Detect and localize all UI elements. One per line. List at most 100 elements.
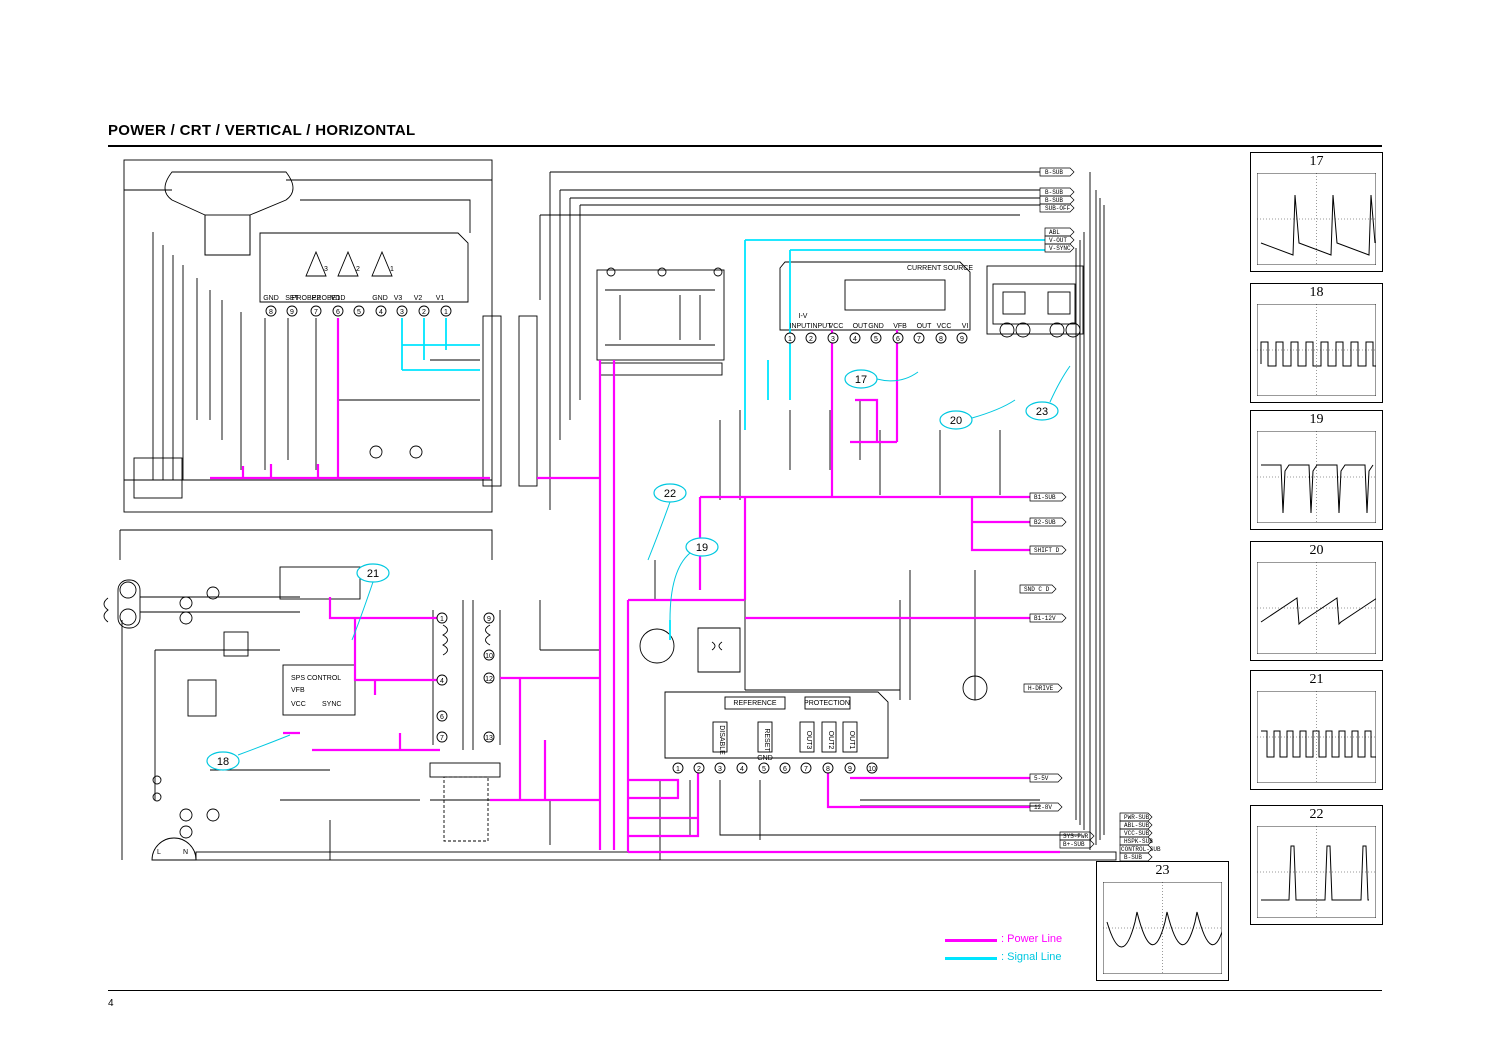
optocoupler	[443, 776, 489, 842]
reg-pin-number: 3	[718, 766, 722, 773]
waveform-trace	[1257, 826, 1376, 918]
xfmr-pin: 12	[485, 676, 493, 683]
crt-pin-label: V1	[436, 295, 445, 302]
power-line-label: : Power Line	[1001, 933, 1063, 945]
vert-pin-number: 7	[917, 336, 921, 343]
vert-pin-label: VFB	[893, 323, 907, 330]
svg-text:B+-SUB: B+-SUB	[1063, 841, 1085, 848]
smps-control-label: SPS CONTROL	[291, 675, 341, 682]
waveform-trace	[1257, 562, 1376, 654]
xfmr-pin: 7	[440, 735, 444, 742]
reg-pin-number: 10	[868, 766, 876, 773]
waveform-panel-20: 20	[1250, 541, 1383, 661]
waveform-trace	[1257, 304, 1376, 396]
smps-vfb-label: VFB	[291, 687, 305, 694]
waveform-trace	[1257, 173, 1376, 265]
crt-connector	[482, 315, 502, 487]
smps-ic	[282, 664, 356, 716]
svg-text:ABL: ABL	[1049, 229, 1060, 236]
h-drive-transistor	[639, 628, 675, 664]
current-source-label: CURRENT SOURCE	[907, 265, 973, 272]
svg-text:PWR-SUB: PWR-SUB	[1124, 814, 1150, 821]
reg-pin-number: 1	[676, 766, 680, 773]
crt-pin-number: 6	[336, 309, 340, 316]
reg-pin-label: OUT3	[805, 731, 812, 750]
callout-22: 22	[664, 488, 676, 500]
crt-pin-number: 2	[422, 309, 426, 316]
vert-pin-label: OUT	[917, 323, 933, 330]
crt-pin-number: 8	[269, 309, 273, 316]
svg-text:B1-SUB: B1-SUB	[1034, 494, 1056, 501]
page-number: 4	[108, 998, 114, 1009]
callout-bubbles	[206, 369, 1059, 771]
ac-n-label: N	[183, 849, 188, 856]
svg-text:B-SUB: B-SUB	[1124, 854, 1142, 861]
callout-18: 18	[217, 756, 229, 768]
waveform-label: 19	[1309, 412, 1324, 427]
reference-label: REFERENCE	[733, 700, 777, 707]
signal-line-swatch	[945, 957, 997, 960]
waveform-panel-23: 23	[1096, 861, 1229, 981]
reg-pin-label: RESET	[763, 728, 770, 752]
svg-text:CONTROL-SUB: CONTROL-SUB	[1121, 846, 1161, 853]
crt-board-frame	[123, 159, 493, 513]
crt-pin-number: 4	[379, 309, 383, 316]
vertical-ic	[779, 261, 971, 331]
svg-text:VCC-SUB: VCC-SUB	[1124, 830, 1150, 837]
waveform-panel-17: 17	[1250, 152, 1383, 272]
callout-17: 17	[855, 374, 867, 386]
reg-pin-label: GND	[757, 755, 773, 762]
callout-leaders	[237, 365, 1071, 756]
crt-pin-label: GND	[372, 295, 388, 302]
waveform-trace	[1103, 882, 1222, 974]
bus-tags-bottom: PWR-SUB ABL-SUB VCC-SUB HSPK-SUB CONTROL…	[1059, 812, 1161, 862]
svg-text:HSPK-SUB: HSPK-SUB	[1124, 838, 1153, 845]
crt-pin-number: 1	[444, 309, 448, 316]
vert-pin-number: 8	[939, 336, 943, 343]
reg-pin-number: 4	[740, 766, 744, 773]
waveform-panel-22: 22	[1250, 805, 1383, 925]
crt-pin-label: SET	[285, 295, 299, 302]
reg-pin-number: 7	[804, 766, 808, 773]
smps-sync-label: SYNC	[322, 701, 341, 708]
svg-text:ABL-SUB: ABL-SUB	[1124, 822, 1150, 829]
vert-pin-number: 9	[960, 336, 964, 343]
power-line-swatch	[945, 939, 997, 942]
xfmr-pin: 10	[485, 653, 493, 660]
vert-pin-label: INPUT	[790, 323, 812, 330]
svg-text:SUB-OFF: SUB-OFF	[1045, 205, 1071, 212]
waveform-label: 17	[1309, 154, 1324, 169]
ac-plug	[151, 837, 197, 861]
vert-pin-number: 2	[809, 336, 813, 343]
crt-pin-number: 9	[290, 309, 294, 316]
svg-text:SHIFT D: SHIFT D	[1034, 547, 1060, 554]
svg-text:5-5V: 5-5V	[1034, 775, 1049, 782]
svg-text:B-SUB: B-SUB	[1045, 169, 1063, 176]
waveform-panel-21: 21	[1250, 670, 1383, 790]
footer-rule	[108, 990, 1382, 991]
vert-pin-number: 3	[831, 336, 835, 343]
crt-pin-number: 5	[357, 309, 361, 316]
reg-pin-label: OUT1	[848, 731, 855, 750]
protection-label: PROTECTION	[804, 700, 850, 707]
callout-20: 20	[950, 415, 962, 427]
crt-pin-label: GND	[263, 295, 279, 302]
waveform-label: 22	[1309, 807, 1324, 822]
vert-pin-label: OUT	[853, 323, 869, 330]
relay-ic	[279, 566, 361, 600]
reg-pin-label: OUT2	[827, 731, 834, 750]
power-lines	[210, 318, 1060, 854]
crt-pin-number: 3	[400, 309, 404, 316]
reg-pin-label: DISABLE	[718, 725, 725, 755]
crt-amp-ic	[259, 232, 469, 303]
vert-pin-label: VCC	[829, 323, 844, 330]
title-rule	[108, 145, 1382, 147]
power-transformer	[432, 600, 501, 750]
waveform-trace	[1257, 431, 1376, 523]
xfmr-pin: 4	[440, 678, 444, 685]
signal-line-label: : Signal Line	[1001, 951, 1062, 963]
amp-label: 3	[324, 266, 328, 273]
crt-pin-number: 7	[314, 309, 318, 316]
ac-l-label: L	[157, 849, 161, 856]
